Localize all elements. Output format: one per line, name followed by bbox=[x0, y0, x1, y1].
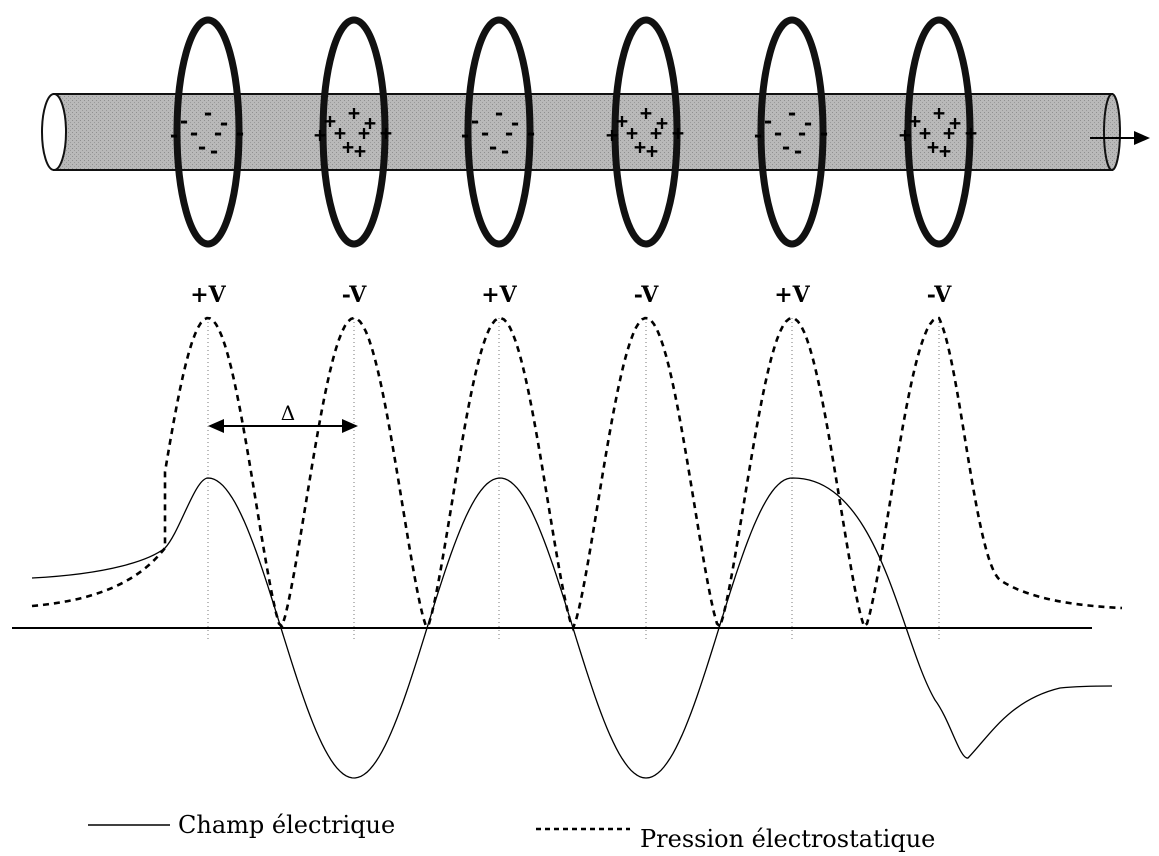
delta-label: Δ bbox=[281, 401, 295, 425]
legend: Champ électrique Pression électrostatiqu… bbox=[88, 811, 935, 853]
charge-sign: - bbox=[772, 121, 784, 145]
voltage-label-2: -V bbox=[342, 282, 368, 308]
charge-sign: - bbox=[752, 123, 764, 147]
charge-sign: + bbox=[919, 121, 931, 145]
delta-spacing-marker: Δ bbox=[208, 401, 358, 433]
charge-sign: - bbox=[202, 101, 214, 125]
electric-field-curve bbox=[31, 477, 1113, 779]
electrostatic-pressure-curve bbox=[31, 316, 1123, 632]
charge-sign: - bbox=[796, 121, 808, 145]
charge-sign: + bbox=[672, 121, 684, 145]
electrode-ring-4 bbox=[611, 16, 681, 248]
charge-sign: + bbox=[656, 111, 668, 135]
charge-sign: - bbox=[479, 121, 491, 145]
charge-sign: - bbox=[818, 121, 830, 145]
charge-sign: + bbox=[626, 121, 638, 145]
charge-sign: - bbox=[509, 111, 521, 135]
arrow-right-icon bbox=[342, 419, 358, 433]
charge-sign: + bbox=[927, 135, 939, 159]
charge-sign: - bbox=[178, 109, 190, 133]
charge-sign: - bbox=[802, 111, 814, 135]
charge-sign: - bbox=[503, 121, 515, 145]
direction-arrow-icon bbox=[1090, 131, 1150, 145]
charge-sign: - bbox=[168, 123, 180, 147]
legend-electric-field-label: Champ électrique bbox=[178, 811, 395, 839]
charge-sign: - bbox=[212, 121, 224, 145]
charge-sign: + bbox=[358, 121, 370, 145]
charge-sign: - bbox=[762, 109, 774, 133]
charge-sign: + bbox=[640, 101, 652, 125]
charge-sign: + bbox=[314, 123, 326, 147]
charge-sign: - bbox=[188, 121, 200, 145]
charge-cluster-3: --------- bbox=[459, 101, 537, 163]
charge-sign: + bbox=[324, 109, 336, 133]
charge-cluster-2: +++++++++ bbox=[314, 101, 392, 163]
voltage-label-1: +V bbox=[190, 282, 226, 308]
charge-sign: + bbox=[909, 109, 921, 133]
charge-sign: - bbox=[459, 123, 471, 147]
fiber-tube bbox=[41, 93, 1121, 171]
charge-sign: + bbox=[646, 139, 658, 163]
charge-sign: + bbox=[354, 139, 366, 163]
voltage-label-4: -V bbox=[634, 282, 660, 308]
voltage-label-3: +V bbox=[481, 282, 517, 308]
charge-sign: + bbox=[949, 111, 961, 135]
charge-sign: + bbox=[364, 111, 376, 135]
charge-sign: + bbox=[616, 109, 628, 133]
charge-sign: - bbox=[786, 101, 798, 125]
charge-sign: - bbox=[469, 109, 481, 133]
electrode-ring-1 bbox=[173, 16, 243, 248]
electrode-ring-2 bbox=[319, 16, 389, 248]
charge-cluster-5: --------- bbox=[752, 101, 830, 163]
charge-sign: + bbox=[899, 123, 911, 147]
voltage-label-5: +V bbox=[774, 282, 810, 308]
electrode-ring-3 bbox=[464, 16, 534, 248]
charge-sign: - bbox=[487, 135, 499, 159]
charge-sign: + bbox=[348, 101, 360, 125]
charge-sign: + bbox=[342, 135, 354, 159]
charges-group: ---------+++++++++---------+++++++++----… bbox=[168, 101, 977, 163]
charge-sign: - bbox=[218, 111, 230, 135]
charge-sign: + bbox=[933, 101, 945, 125]
charge-sign: + bbox=[939, 139, 951, 163]
charge-cluster-1: --------- bbox=[168, 101, 246, 163]
charge-sign: + bbox=[943, 121, 955, 145]
charge-sign: - bbox=[780, 135, 792, 159]
charge-sign: + bbox=[965, 121, 977, 145]
charge-sign: + bbox=[634, 135, 646, 159]
voltage-label-6: -V bbox=[927, 282, 953, 308]
charge-sign: + bbox=[650, 121, 662, 145]
electrode-ring-5 bbox=[757, 16, 827, 248]
charge-cluster-6: +++++++++ bbox=[899, 101, 977, 163]
charge-sign: - bbox=[196, 135, 208, 159]
charge-sign: - bbox=[792, 139, 804, 163]
charge-sign: + bbox=[380, 121, 392, 145]
charge-sign: + bbox=[334, 121, 346, 145]
charge-sign: - bbox=[499, 139, 511, 163]
charge-cluster-4: +++++++++ bbox=[606, 101, 684, 163]
arrow-left-icon bbox=[208, 419, 224, 433]
charge-sign: + bbox=[606, 123, 618, 147]
vertical-guides bbox=[207, 318, 940, 640]
charge-sign: - bbox=[525, 121, 537, 145]
charge-sign: - bbox=[493, 101, 505, 125]
charge-sign: - bbox=[234, 121, 246, 145]
electrode-ring-6 bbox=[904, 16, 974, 248]
legend-electrostatic-pressure-label: Pression électrostatique bbox=[640, 825, 935, 853]
electrode-rings bbox=[173, 16, 974, 248]
charge-sign: - bbox=[208, 139, 220, 163]
